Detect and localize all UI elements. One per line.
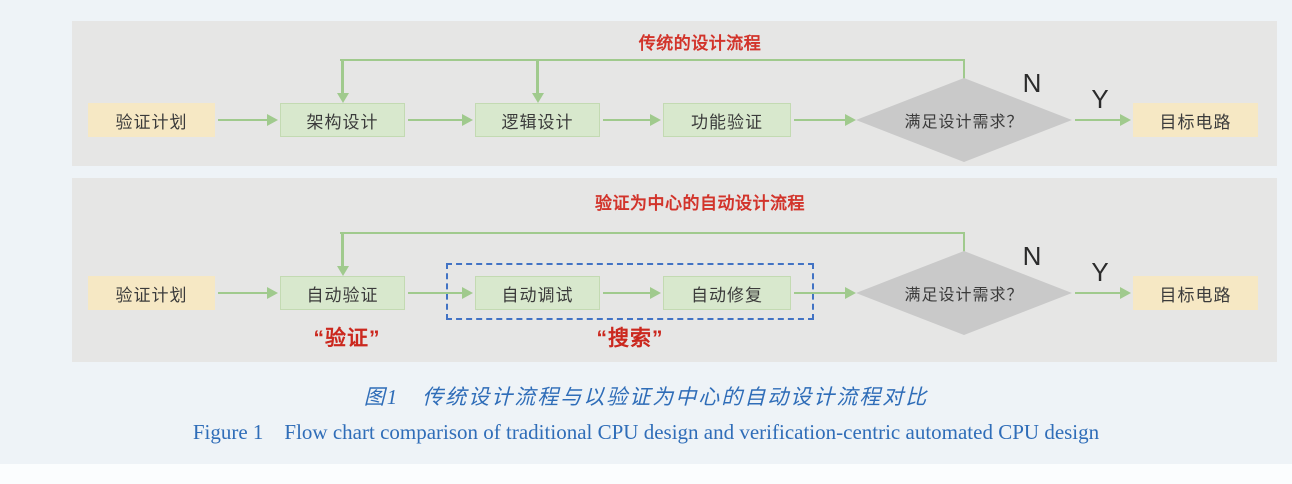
traditional-feedback-arrow-to-arch [336,61,349,103]
arrow-arch-to-logic [408,114,473,126]
arrow-debug-to-repair [603,287,661,299]
automated-decision-label: 满足设计需求？ [904,287,1024,304]
arrow-repair-to-decision [794,287,856,299]
traditional-feedback-arrow-to-logic [531,61,544,103]
search-tag: “搜索” [596,327,664,350]
automated-node-target-circuit: 目标电路 [1133,276,1258,310]
figure-caption-chinese: 图1 传统设计流程与以验证为中心的自动设计流程对比 [363,385,929,409]
arrow-plan-to-arch [218,114,278,126]
traditional-feedback-line [340,59,965,62]
arrow-verify-to-debug [408,287,473,299]
bottom-margin-strip [0,464,1292,484]
traditional-node-target-circuit: 目标电路 [1133,103,1258,137]
traditional-node-logic-design: 逻辑设计 [475,103,600,137]
automated-node-verification-plan: 验证计划 [88,276,215,310]
automated-branch-no: N [1022,241,1042,271]
arrow-logic-to-func [603,114,661,126]
arrow-decision-to-target-2 [1075,287,1131,299]
traditional-node-architecture-design: 架构设计 [280,103,405,137]
automated-panel-title: 验证为中心的自动设计流程 [595,194,805,213]
automated-node-auto-debug: 自动调试 [475,276,600,310]
figure-caption-english: Figure 1 Flow chart comparison of tradit… [192,420,1100,444]
traditional-feedback-riser [963,61,966,80]
automated-branch-yes: Y [1091,257,1109,287]
automated-node-auto-verification: 自动验证 [280,276,405,310]
traditional-node-functional-verification: 功能验证 [663,103,791,137]
traditional-panel [72,21,1277,166]
traditional-panel-title: 传统的设计流程 [638,34,762,53]
arrow-decision-to-target [1075,114,1131,126]
verification-tag: “验证” [313,327,381,350]
automated-panel [72,178,1277,362]
automated-feedback-line [340,232,965,235]
traditional-branch-no: N [1022,68,1042,98]
automated-node-auto-repair: 自动修复 [663,276,791,310]
traditional-branch-yes: Y [1091,84,1109,114]
traditional-decision-label: 满足设计需求？ [904,114,1024,131]
automated-feedback-riser [963,234,966,253]
automated-feedback-arrow-to-verify [336,234,349,276]
arrow-plan-to-verify [218,287,278,299]
search-group-dashed-box [446,263,814,320]
arrow-func-to-decision [794,114,856,126]
traditional-node-verification-plan: 验证计划 [88,103,215,137]
